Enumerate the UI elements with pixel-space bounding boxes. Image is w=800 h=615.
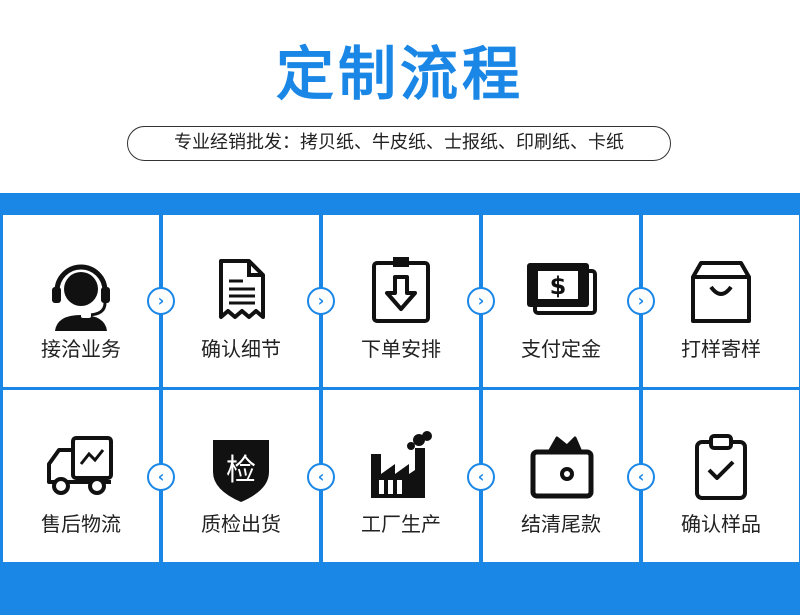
subtitle-pill: 专业经销批发：拷贝纸、牛皮纸、士报纸、印刷纸、卡纸 bbox=[127, 126, 671, 161]
next-step-arrow-icon: › bbox=[627, 287, 655, 315]
step-label: 接洽业务 bbox=[41, 337, 121, 361]
step-label: 支付定金 bbox=[521, 337, 601, 361]
step-card: 售后物流 bbox=[3, 390, 159, 562]
step-label: 质检出货 bbox=[201, 512, 281, 536]
shopping-bag-icon bbox=[681, 253, 761, 333]
svg-text:$: $ bbox=[550, 272, 567, 300]
prev-step-arrow-icon: ‹ bbox=[627, 463, 655, 491]
step-label: 打样寄样 bbox=[681, 337, 761, 361]
step-card: 工厂生产 bbox=[323, 390, 479, 562]
factory-icon bbox=[361, 428, 441, 508]
step-label: 工厂生产 bbox=[361, 512, 441, 536]
next-step-arrow-icon: › bbox=[467, 287, 495, 315]
clipboard-check-icon bbox=[681, 428, 761, 508]
step-label: 售后物流 bbox=[41, 512, 121, 536]
step-card: $ 支付定金 bbox=[483, 215, 639, 387]
process-panel: 接洽业务 确认细节 下单安排 bbox=[0, 193, 800, 615]
wallet-icon bbox=[521, 428, 601, 508]
step-card: 结清尾款 bbox=[483, 390, 639, 562]
delivery-truck-icon bbox=[41, 428, 121, 508]
page-title: 定制流程 bbox=[275, 40, 524, 108]
step-card: 确认细节 bbox=[163, 215, 319, 387]
download-order-icon bbox=[361, 253, 441, 333]
customer-service-icon bbox=[41, 253, 121, 333]
inspection-badge-text: 检 bbox=[226, 453, 256, 488]
step-label: 下单安排 bbox=[361, 337, 441, 361]
step-card: 下单安排 bbox=[323, 215, 479, 387]
step-card: 接洽业务 bbox=[3, 215, 159, 387]
step-card: 打样寄样 bbox=[643, 215, 799, 387]
document-icon bbox=[201, 253, 281, 333]
prev-step-arrow-icon: ‹ bbox=[307, 463, 335, 491]
inspection-shield-icon: 检 bbox=[201, 428, 281, 508]
prev-step-arrow-icon: ‹ bbox=[147, 463, 175, 491]
step-label: 确认细节 bbox=[201, 337, 281, 361]
money-payment-icon: $ bbox=[521, 253, 601, 333]
step-card: 确认样品 bbox=[643, 390, 799, 562]
prev-step-arrow-icon: ‹ bbox=[467, 463, 495, 491]
next-step-arrow-icon: › bbox=[307, 287, 335, 315]
next-step-arrow-icon: › bbox=[147, 287, 175, 315]
step-card: 检 质检出货 bbox=[163, 390, 319, 562]
step-label: 结清尾款 bbox=[521, 512, 601, 536]
step-label: 确认样品 bbox=[681, 512, 761, 536]
